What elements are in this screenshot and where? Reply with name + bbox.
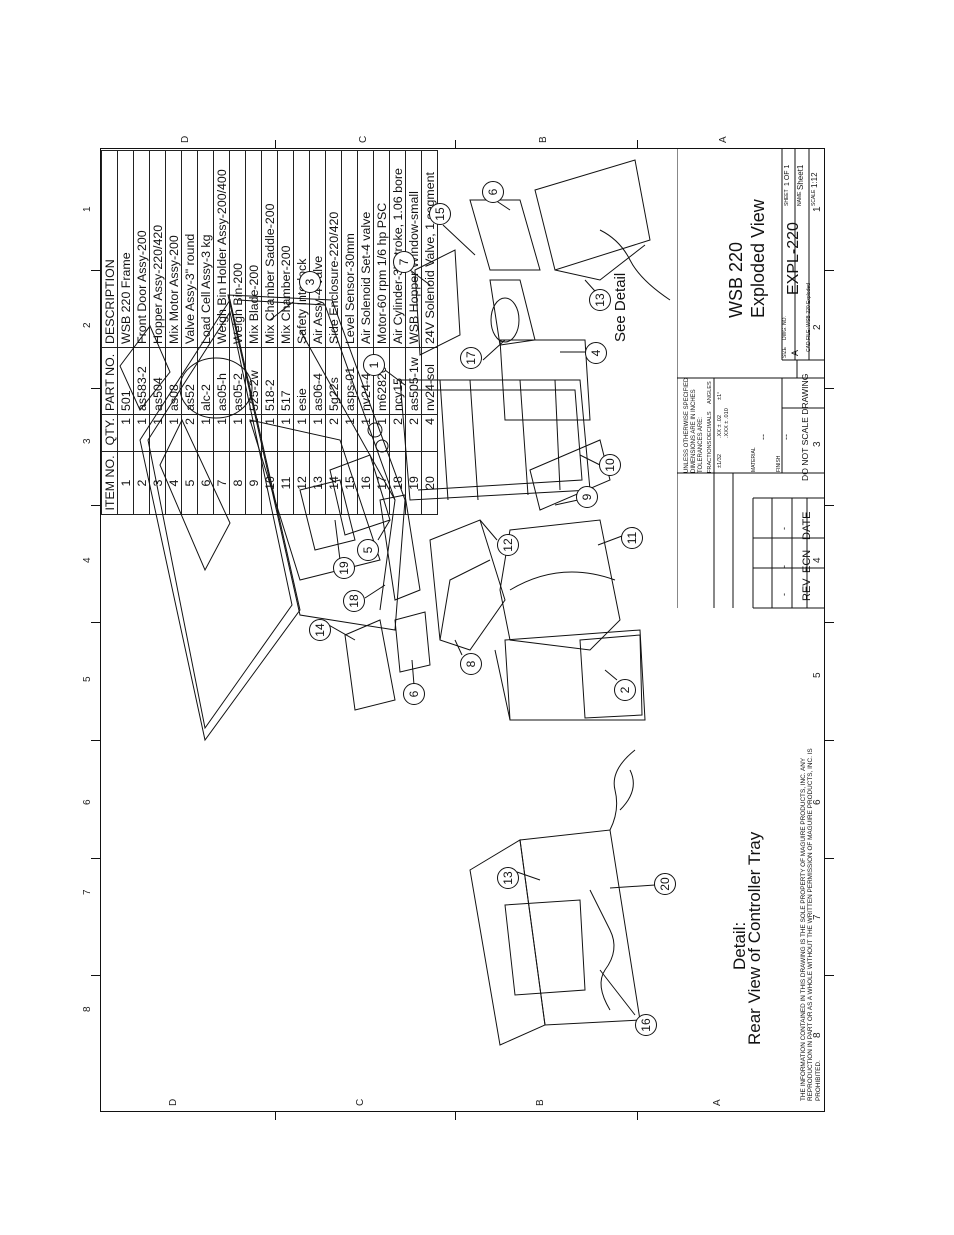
- callout-balloon: 10: [603, 458, 617, 472]
- callout-balloon: 19: [337, 561, 351, 575]
- callout-balloon: 12: [501, 538, 515, 552]
- callout-balloon: 7: [397, 258, 411, 265]
- callout-balloon: 17: [464, 351, 478, 365]
- title-block: [677, 148, 825, 1112]
- detail-callout-balloon: 20: [658, 877, 672, 891]
- callout-balloon: 9: [580, 493, 594, 500]
- callout-balloon: 2: [618, 686, 632, 693]
- callout-balloon: 13: [593, 293, 607, 307]
- callout-balloon: 6: [407, 690, 421, 697]
- detail-callout-balloon: 16: [639, 1018, 653, 1032]
- drawing-frame: [100, 148, 825, 1112]
- callout-balloon: 5: [361, 546, 375, 553]
- callout-balloon: 6: [486, 188, 500, 195]
- callout-balloon: 14: [313, 623, 327, 637]
- callout-balloon: 4: [589, 349, 603, 356]
- callout-balloon: 18: [347, 594, 361, 608]
- detail-callout-balloon: 13: [501, 871, 515, 885]
- callout-balloon: 15: [433, 207, 447, 221]
- callout-balloon: 11: [625, 531, 639, 544]
- callout-balloon: 8: [464, 660, 478, 667]
- callout-balloon: 3: [303, 278, 317, 285]
- title-block-lines: [677, 148, 825, 609]
- callout-balloon: 1: [367, 361, 381, 368]
